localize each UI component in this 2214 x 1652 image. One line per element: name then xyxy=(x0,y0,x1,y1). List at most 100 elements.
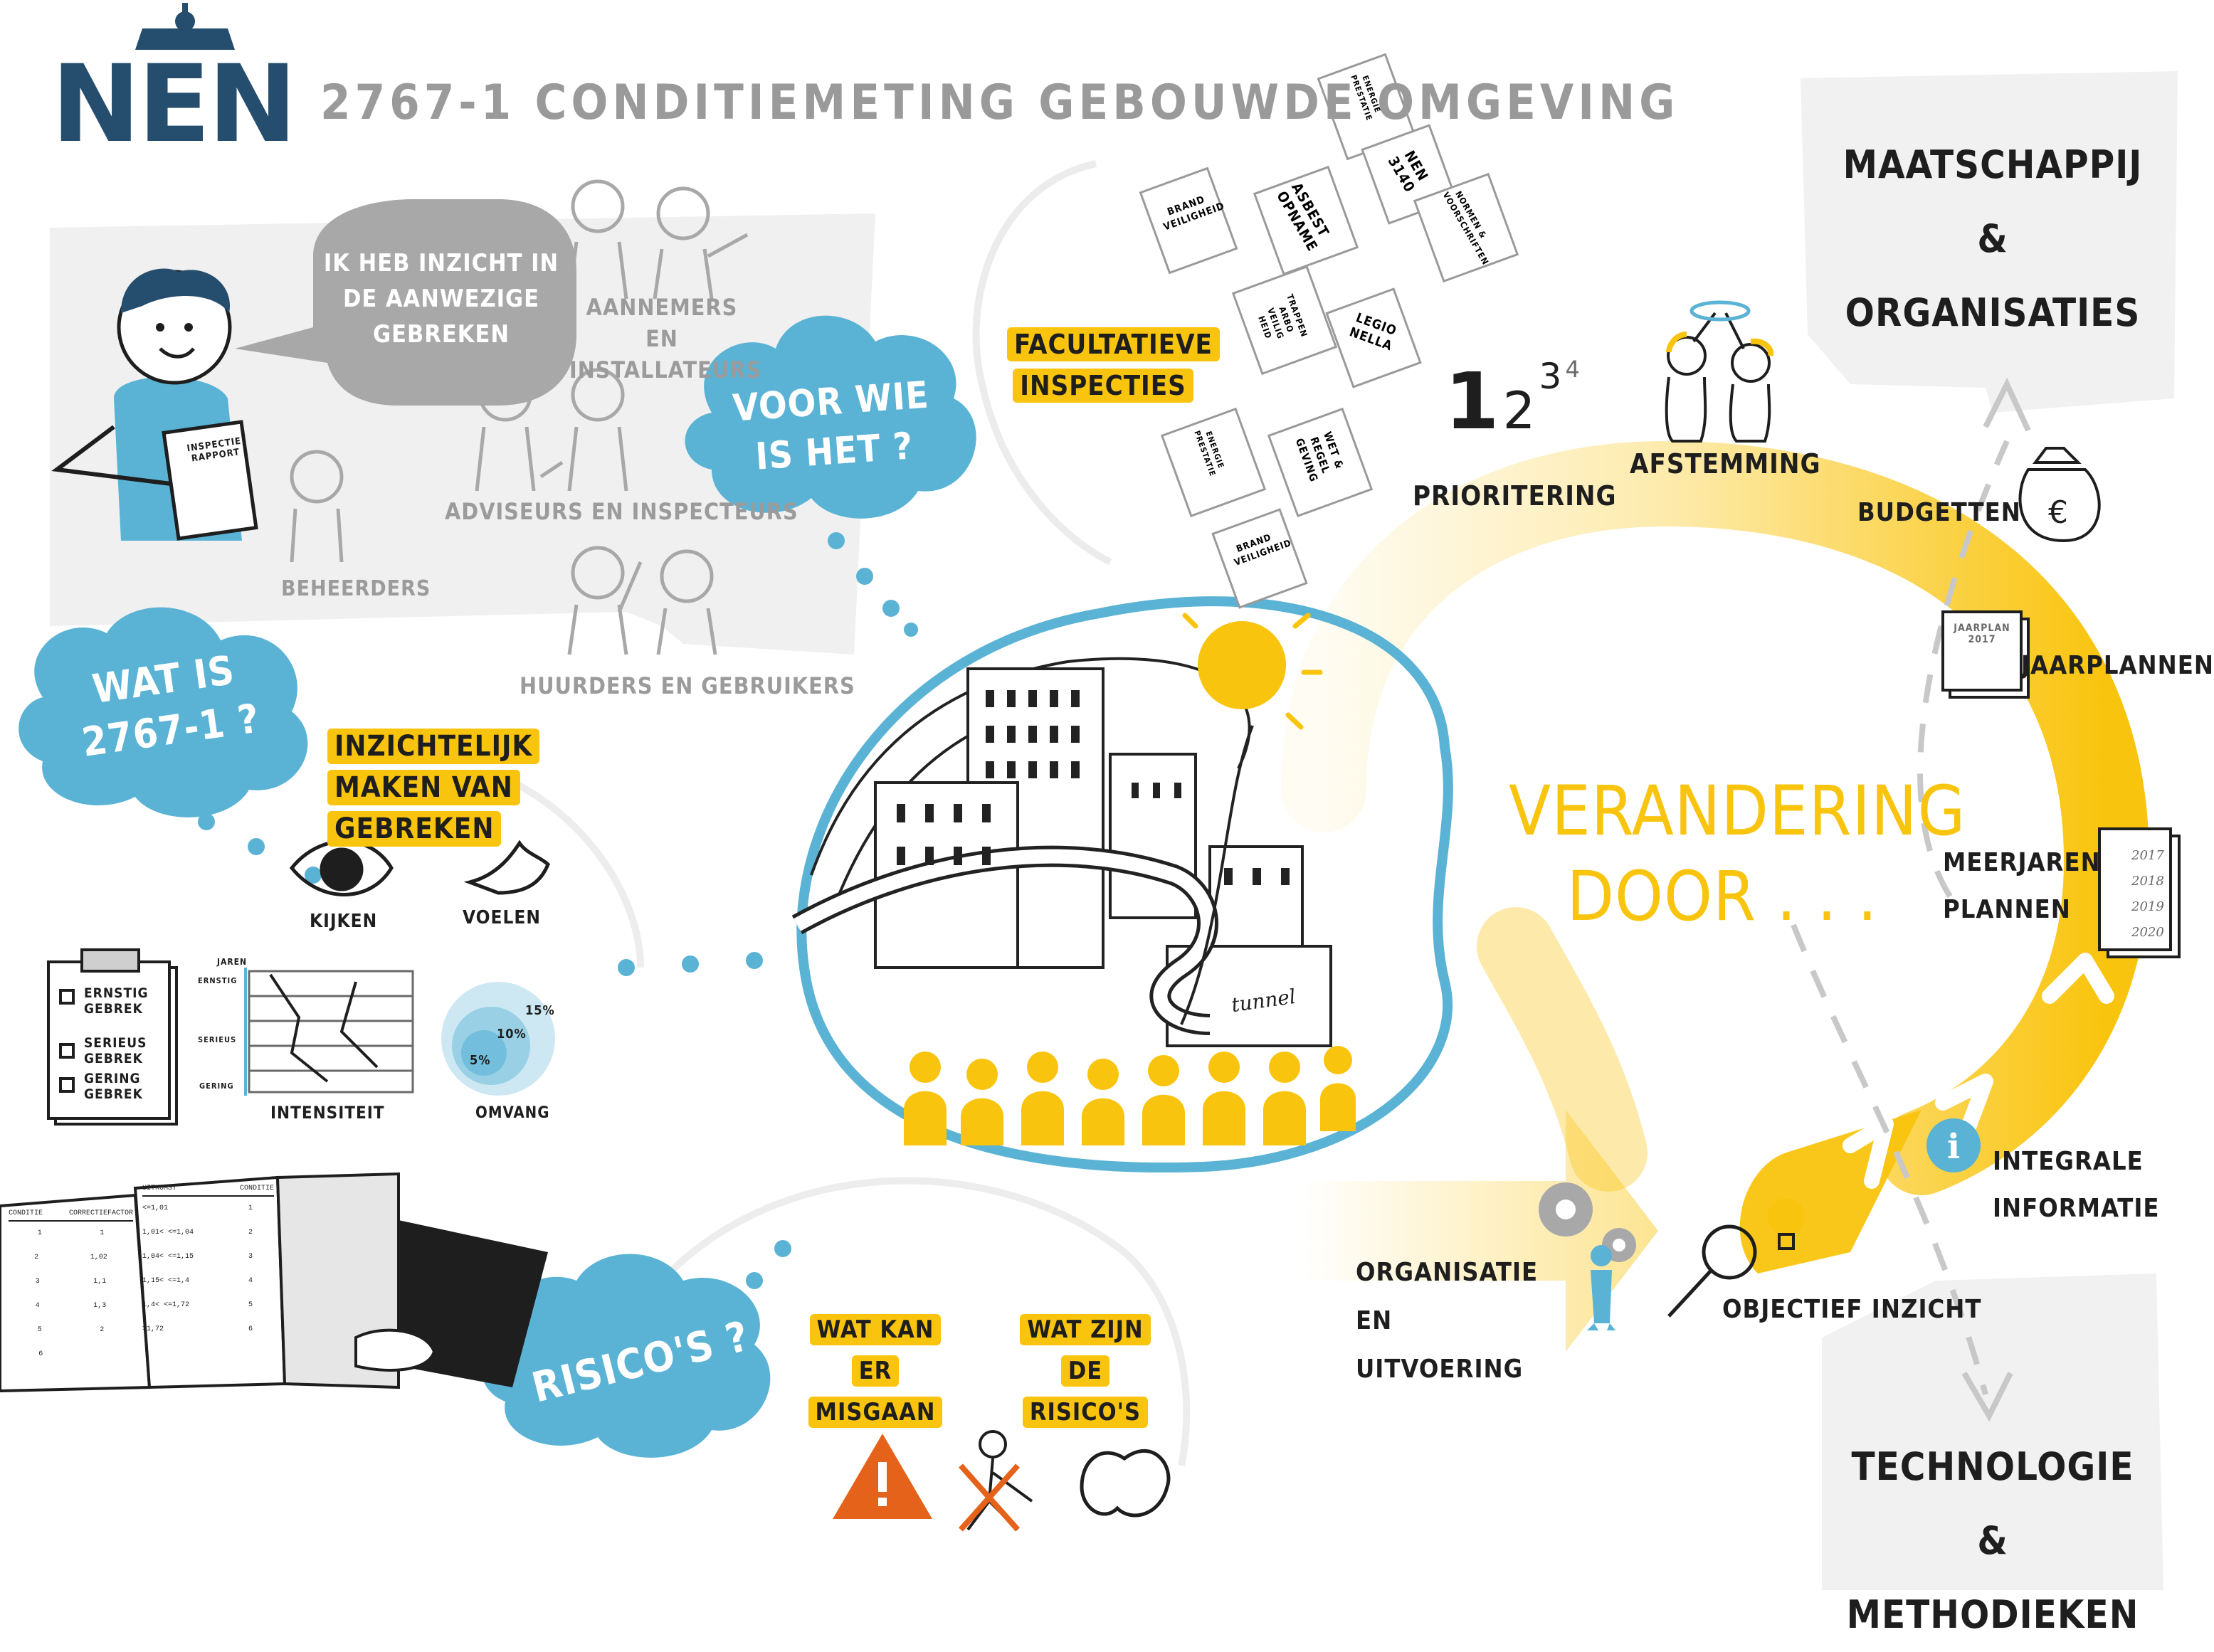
city-illustration xyxy=(791,657,1332,1047)
jaarplan-doc-label: JAARPLAN 2017 xyxy=(1954,623,2010,645)
cloud-voor-wie xyxy=(685,315,976,519)
prio-1: 1 xyxy=(1445,356,1499,447)
omvang-value-1: 15% xyxy=(525,1003,555,1018)
year-2017: 2017 xyxy=(2131,848,2164,863)
stakeholder-figures xyxy=(290,179,749,655)
crown-icon xyxy=(135,3,235,50)
cell: 3 xyxy=(248,1253,253,1261)
speech-bubble-text: IK HEB INZICHT IN DE AANWEZIGE GEBREKEN xyxy=(323,249,559,349)
th-conditie-right: CONDITIE xyxy=(239,1185,274,1192)
eye-icon xyxy=(289,840,394,896)
checklist-item-1: ERNSTIG GEBREK xyxy=(84,985,149,1017)
organisatie-person xyxy=(1587,1245,1615,1330)
cell: 2 xyxy=(100,1326,105,1334)
cell: 4 xyxy=(248,1277,253,1285)
inzichtelijk-text: INZICHTELIJK MAKEN VAN GEBREKEN xyxy=(327,729,540,847)
stakeholder-panel xyxy=(50,213,875,655)
th-conditie: CONDITIE xyxy=(9,1209,43,1217)
money-bag-icon xyxy=(2018,447,2101,543)
label-meerjaren: MEERJAREN PLANNEN xyxy=(1943,848,2101,924)
meerjaren-years: 2017 2018 2019 2020 xyxy=(2110,843,2164,946)
city-circle xyxy=(796,596,1453,1173)
background-art: i € xyxy=(0,3,2181,1590)
checklist-item-2: SERIEUS GEBREK xyxy=(84,1035,147,1066)
prio-numbers: 1 2 3 4 xyxy=(1445,356,1580,447)
wat-kan-label: WAT KAN ER MISGAAN xyxy=(804,1309,947,1433)
th-correctiefactor: CORRECTIEFACTOR xyxy=(68,1209,133,1217)
table-row: >1,72 6 xyxy=(142,1318,274,1342)
table-row: 1,15< <=1,4 4 xyxy=(142,1269,274,1293)
checklist-paper xyxy=(47,948,178,1126)
year-2020: 2020 xyxy=(2131,925,2164,940)
label-integrale: INTEGRALE INFORMATIE xyxy=(1993,1147,2160,1223)
label-maatschappij: MAATSCHAPPIJ & ORGANISATIES xyxy=(1843,142,2143,335)
facultatieve-text: FACULTATIEVE INSPECTIES xyxy=(1007,327,1220,403)
apple-icon xyxy=(1080,1449,1171,1518)
cell: 6 xyxy=(38,1350,43,1358)
inzichtelijk-label: INZICHTELIJK MAKEN VAN GEBREKEN xyxy=(327,726,540,849)
dotted-connectors xyxy=(198,532,918,1325)
prio-2: 2 xyxy=(1502,381,1536,440)
meerjaren-doc-icon xyxy=(2098,827,2181,958)
th-uitkomst: UITKOMST xyxy=(142,1185,177,1192)
cell: 6 xyxy=(248,1325,253,1333)
cell: 1,4< <=1,72 xyxy=(142,1301,190,1309)
cell: 1,02 xyxy=(90,1254,107,1261)
intensity-axis-2: SERIEUS xyxy=(198,1035,237,1044)
label-organisatie: ORGANISATIE EN UITVOERING xyxy=(1356,1258,1539,1384)
label-budgetten: BUDGETTEN xyxy=(1857,498,2021,527)
cloud-risicos xyxy=(482,1254,771,1458)
lightbulb-icon xyxy=(1768,1198,1805,1250)
intensity-chart xyxy=(248,970,414,1094)
intensity-axis-3: GERING xyxy=(199,1081,234,1091)
afstemming-figures xyxy=(1665,312,1771,443)
speech-bubble-shape xyxy=(235,199,576,406)
table-row: 6 xyxy=(9,1343,133,1367)
cell: 5 xyxy=(37,1326,42,1334)
cell: 5 xyxy=(248,1301,253,1309)
label-technologie: TECHNOLOGIE & METHODIEKEN xyxy=(1846,1444,2139,1637)
label-omvang: OMVANG xyxy=(475,1104,550,1122)
cell: 1 xyxy=(100,1229,105,1237)
info-icon xyxy=(1926,1118,1981,1172)
logo-text: NEN xyxy=(51,43,297,166)
intensity-axis-1: ERNSTIG xyxy=(198,976,238,985)
hand-icon xyxy=(463,840,550,895)
prio-4: 4 xyxy=(1565,356,1580,383)
wat-kan-text: WAT KAN ER MISGAAN xyxy=(808,1314,943,1428)
facultatieve-label: FACULTATIEVE INSPECTIES xyxy=(1007,324,1220,406)
cloud-wat-is xyxy=(19,607,308,817)
label-voelen: VOELEN xyxy=(463,907,541,928)
svg-text:€: € xyxy=(2048,494,2068,531)
cell: 1 xyxy=(37,1229,42,1237)
cycle-ring xyxy=(1281,440,2150,1195)
omvang-value-2: 10% xyxy=(497,1027,527,1042)
cell: >1,72 xyxy=(142,1325,164,1333)
cloud-voor-wie-text[interactable]: VOOR WIE IS HET ? xyxy=(731,374,931,479)
omvang-circles xyxy=(441,982,555,1096)
cell: 3 xyxy=(35,1278,40,1286)
cycle-arrow xyxy=(1302,1110,1658,1352)
intensity-top-label: JAREN xyxy=(217,957,248,967)
year-2019: 2019 xyxy=(2131,899,2164,914)
omvang-value-3: 5% xyxy=(470,1053,491,1068)
label-objectief: OBJECTIEF INZICHT xyxy=(1722,1295,1982,1324)
maatschappij-panel xyxy=(1801,71,2178,413)
paper-sheets xyxy=(1139,53,1519,609)
table-row: 1,4< <=1,72 5 xyxy=(142,1293,274,1318)
cell: 1,1 xyxy=(93,1278,107,1286)
label-adviseurs: ADVISEURS EN INSPECTEURS xyxy=(445,498,798,525)
checklist-item-3: GERING GEBREK xyxy=(84,1071,143,1102)
cell: 1,15< <=1,4 xyxy=(142,1277,190,1285)
label-intensiteit: INTENSITEIT xyxy=(270,1103,385,1123)
windows xyxy=(897,690,1290,885)
year-2018: 2018 xyxy=(2131,874,2164,889)
label-jaarplannen: JAARPLANNEN xyxy=(2021,651,2214,680)
